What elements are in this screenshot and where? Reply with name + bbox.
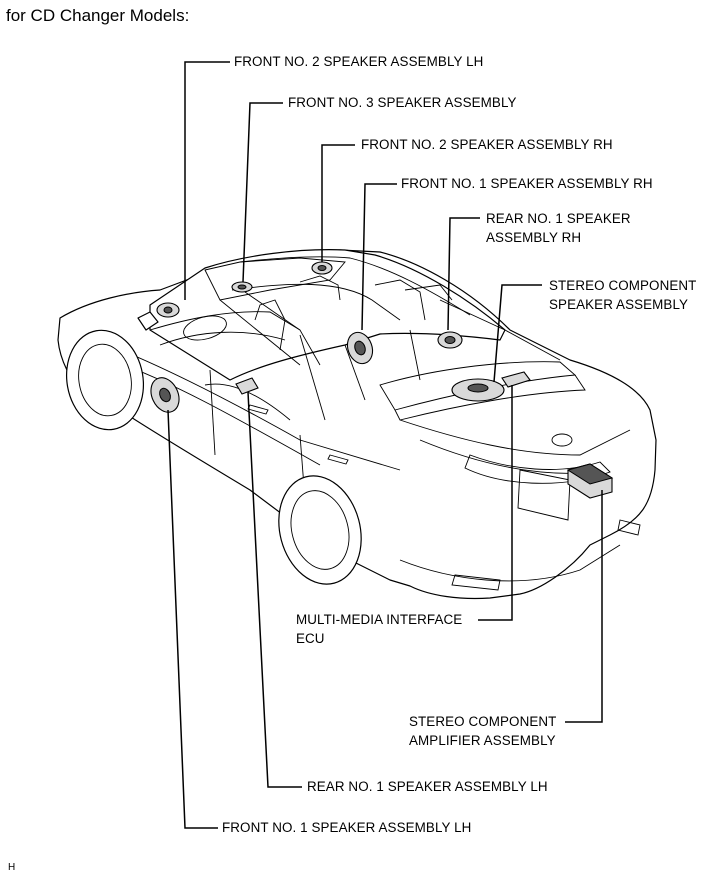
footer-code: H bbox=[8, 862, 16, 873]
label-front-no1-speaker-rh: FRONT NO. 1 SPEAKER ASSEMBLY RH bbox=[401, 176, 653, 191]
label-line-2: ECU bbox=[296, 631, 325, 646]
multi-media-interface-ecu bbox=[501, 371, 531, 388]
front-no1-speaker-lh bbox=[150, 377, 180, 413]
label-line-2: SPEAKER ASSEMBLY bbox=[549, 297, 689, 312]
diagram-caption: for CD Changer Models: bbox=[6, 6, 190, 25]
front-no2-speaker-lh bbox=[156, 302, 180, 318]
front-no2-speaker-rh bbox=[311, 261, 333, 275]
label-line-2: ASSEMBLY RH bbox=[486, 230, 582, 245]
label-line-1: REAR NO. 1 SPEAKER bbox=[486, 211, 631, 226]
label-line-2: AMPLIFIER ASSEMBLY bbox=[409, 733, 556, 748]
rear-no1-speaker-lh bbox=[235, 377, 259, 395]
stereo-component-amplifier-assembly bbox=[566, 463, 614, 499]
rear-no1-speaker-rh bbox=[437, 331, 463, 349]
stereo-component-speaker-assembly bbox=[451, 378, 505, 402]
label-front-no1-speaker-lh: FRONT NO. 1 SPEAKER ASSEMBLY LH bbox=[222, 820, 472, 835]
label-front-no2-speaker-rh: FRONT NO. 2 SPEAKER ASSEMBLY RH bbox=[361, 137, 613, 152]
label-stereo-component-speaker: STEREO COMPONENT SPEAKER ASSEMBLY bbox=[549, 276, 696, 314]
label-front-no3-speaker: FRONT NO. 3 SPEAKER ASSEMBLY bbox=[288, 95, 517, 110]
label-line-1: STEREO COMPONENT bbox=[549, 278, 697, 293]
label-front-no2-speaker-lh: FRONT NO. 2 SPEAKER ASSEMBLY LH bbox=[234, 54, 484, 69]
label-line-1: MULTI-MEDIA INTERFACE bbox=[296, 612, 463, 627]
front-no1-speaker-rh bbox=[346, 331, 374, 365]
label-rear-no1-speaker-lh: REAR NO. 1 SPEAKER ASSEMBLY LH bbox=[307, 779, 548, 794]
leader-lines bbox=[167, 61, 603, 829]
label-multi-media-interface-ecu: MULTI-MEDIA INTERFACE ECU bbox=[296, 610, 462, 648]
label-line-1: STEREO COMPONENT bbox=[409, 714, 557, 729]
label-stereo-component-amplifier: STEREO COMPONENT AMPLIFIER ASSEMBLY bbox=[409, 712, 556, 750]
label-rear-no1-speaker-rh: REAR NO. 1 SPEAKER ASSEMBLY RH bbox=[486, 209, 631, 247]
front-no3-speaker bbox=[231, 281, 253, 293]
